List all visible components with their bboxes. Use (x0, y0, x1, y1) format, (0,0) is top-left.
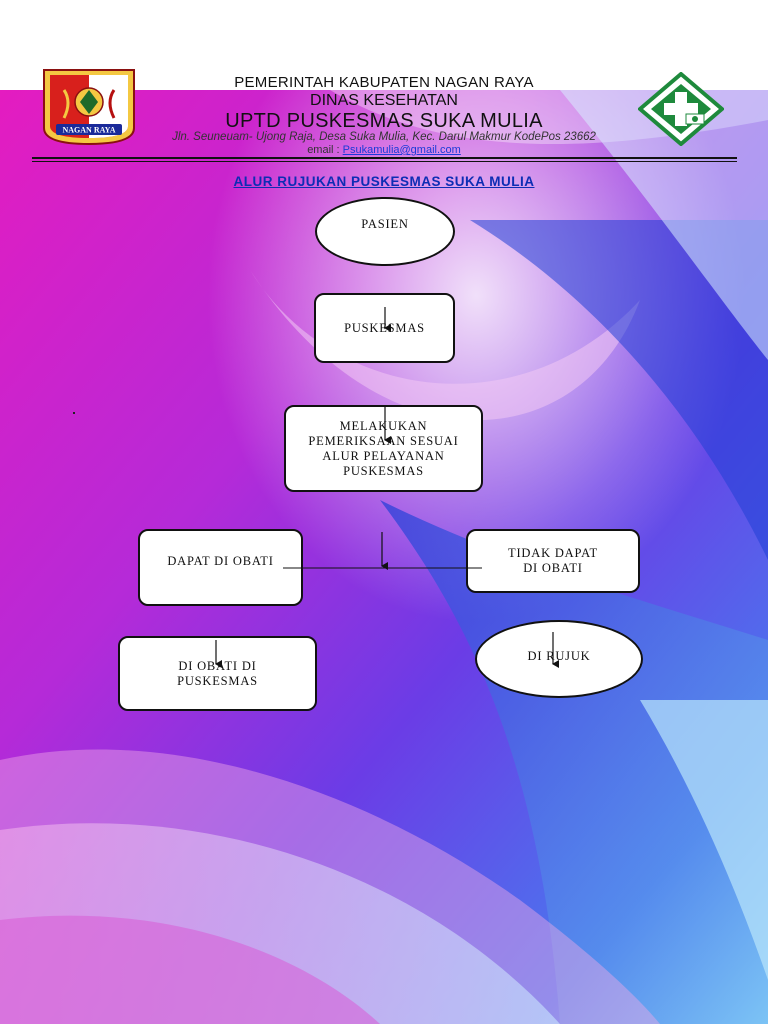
header-email-line: email : Psukamulia@gmail.com (0, 144, 768, 156)
email-label: email : (307, 144, 340, 156)
node-pemeriksaan: MELAKUKAN PEMERIKSAAN SESUAI ALUR PELAYA… (284, 405, 483, 492)
header-department-name: DINAS KESEHATAN (310, 92, 458, 109)
node-puskesmas: PUSKESMAS (314, 293, 455, 363)
node-diobati-label: DI OBATI DI PUSKESMAS (177, 658, 258, 688)
stray-dot (73, 412, 75, 414)
puskesmas-logo-icon (636, 71, 726, 147)
node-pasien-label: PASIEN (361, 217, 409, 231)
node-pemeriksaan-label: MELAKUKAN PEMERIKSAAN SESUAI ALUR PELAYA… (308, 418, 459, 478)
node-di-obati-di-puskesmas: DI OBATI DI PUSKESMAS (118, 636, 317, 711)
nagan-raya-emblem-icon: NAGAN RAYA (42, 68, 136, 146)
header-divider (32, 157, 737, 159)
node-rujuk-label: DI RUJUK (527, 649, 591, 663)
flowchart-title: ALUR RUJUKAN PUSKESMAS SUKA MULIA (233, 174, 535, 189)
node-pasien: PASIEN (315, 197, 455, 266)
header-government-name: PEMERINTAH KABUPATEN NAGAN RAYA (234, 74, 534, 91)
header-address: Jln. Seuneuam- Ujong Raja, Desa Suka Mul… (172, 131, 596, 143)
node-dapat-di-obati: DAPAT DI OBATI (138, 529, 303, 606)
emblem-caption: NAGAN RAYA (63, 126, 116, 135)
node-puskesmas-label: PUSKESMAS (344, 320, 425, 335)
email-link[interactable]: Psukamulia@gmail.com (342, 144, 461, 156)
node-dapat-label: DAPAT DI OBATI (167, 554, 274, 568)
node-tidak-label: TIDAK DAPAT DI OBATI (508, 546, 598, 575)
node-tidak-dapat-di-obati: TIDAK DAPAT DI OBATI (466, 529, 640, 593)
header-puskesmas-name: UPTD PUSKESMAS SUKA MULIA (225, 110, 543, 132)
header-divider-thin (32, 161, 737, 162)
node-di-rujuk: DI RUJUK (475, 620, 643, 698)
